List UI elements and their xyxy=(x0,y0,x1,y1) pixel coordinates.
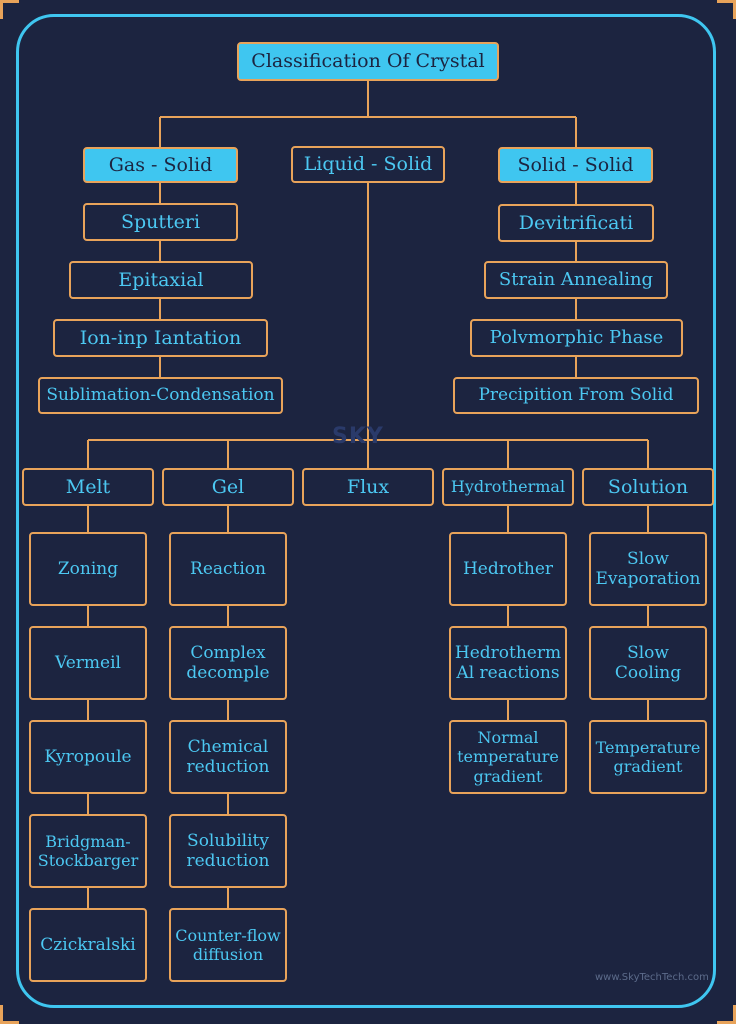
hydrothermal-item: Hedrotherm Al reactions xyxy=(449,626,567,700)
hydrothermal-item: Hedrother xyxy=(449,532,567,606)
method-gel: Gel xyxy=(162,468,294,506)
gas-solid-item: Epitaxial xyxy=(69,261,253,299)
method-solution: Solution xyxy=(582,468,714,506)
category-solid-solid: Solid - Solid xyxy=(498,147,653,183)
solution-item: Slow Cooling xyxy=(589,626,707,700)
method-melt: Melt xyxy=(22,468,154,506)
gel-item: Reaction xyxy=(169,532,287,606)
melt-item: Zoning xyxy=(29,532,147,606)
solid-solid-item: Precipition From Solid xyxy=(453,377,699,414)
melt-item: Kyropoule xyxy=(29,720,147,794)
method-hydrothermal: Hydrothermal xyxy=(442,468,574,506)
outer-frame xyxy=(16,14,716,1008)
corner-decoration xyxy=(717,1005,736,1024)
method-flux: Flux xyxy=(302,468,434,506)
solution-item: Temperature gradient xyxy=(589,720,707,794)
solid-solid-item: Devitrificati xyxy=(498,204,654,242)
melt-item: Vermeil xyxy=(29,626,147,700)
corner-decoration xyxy=(0,0,19,19)
solid-solid-item: Strain Annealing xyxy=(484,261,668,299)
gel-item: Solubility reduction xyxy=(169,814,287,888)
gas-solid-item: Sputteri xyxy=(83,203,238,241)
footer-url: www.SkyTechTech.com xyxy=(595,972,709,983)
gas-solid-item: Sublimation-Condensation xyxy=(38,377,283,414)
category-liquid-solid: Liquid - Solid xyxy=(291,146,445,183)
gel-item: Chemical reduction xyxy=(169,720,287,794)
corner-decoration xyxy=(717,0,736,19)
solid-solid-item: Polvmorphic Phase xyxy=(470,319,683,357)
corner-decoration xyxy=(0,1005,19,1024)
title-node: Classification Of Crystal xyxy=(237,42,499,81)
watermark-logo: SKY xyxy=(332,424,384,449)
gel-item: Complex decomple xyxy=(169,626,287,700)
melt-item: Czickralski xyxy=(29,908,147,982)
category-gas-solid: Gas - Solid xyxy=(83,147,238,183)
solution-item: Slow Evaporation xyxy=(589,532,707,606)
gas-solid-item: Ion-inp Iantation xyxy=(53,319,268,357)
gel-item: Counter-flow diffusion xyxy=(169,908,287,982)
hydrothermal-item: Normal temperature gradient xyxy=(449,720,567,794)
melt-item: Bridgman- Stockbarger xyxy=(29,814,147,888)
